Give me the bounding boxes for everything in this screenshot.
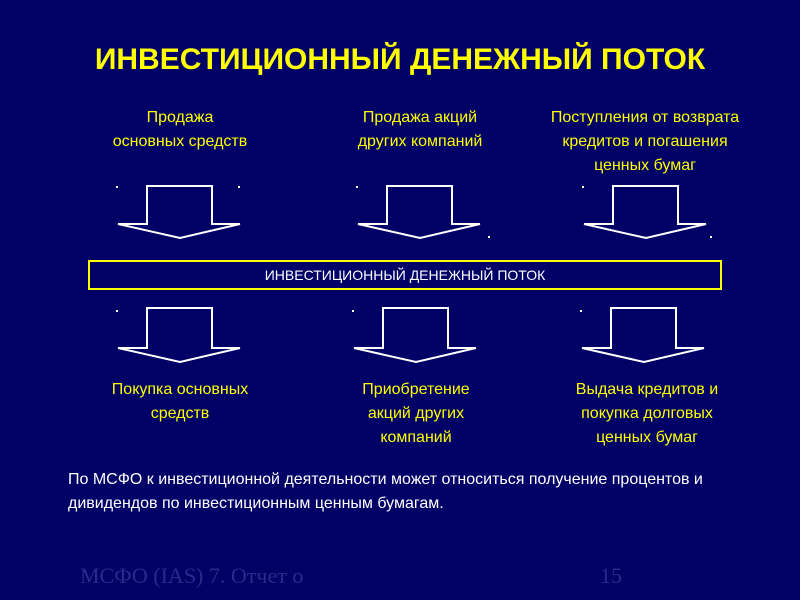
slide-title: ИНВЕСТИЦИОННЫЙ ДЕНЕЖНЫЙ ПОТОК [94, 43, 706, 76]
footer-text: МСФО (IAS) 7. Отчет о [80, 563, 304, 588]
decorative-dot [580, 310, 582, 312]
page-number: 15 [600, 563, 622, 588]
inflow-label-loan-repayments: Поступления от возврата кредитов и погаш… [550, 109, 740, 174]
investment-cash-flow-box: ИНВЕСТИЦИОННЫЙ ДЕНЕЖНЫЙ ПОТОК [88, 260, 722, 290]
decorative-dot [488, 236, 490, 238]
decorative-dot [238, 186, 240, 188]
decorative-dot [116, 186, 118, 188]
down-arrow-icon [342, 180, 502, 240]
down-arrow-icon [568, 180, 728, 240]
inflow-label-fixed-assets-sale: Продажа основных средств [112, 109, 248, 150]
ifrs-note: По МСФО к инвестиционной деятельности мо… [68, 471, 703, 512]
decorative-dot [116, 310, 118, 312]
decorative-dot [352, 310, 354, 312]
down-arrow-icon [102, 304, 262, 364]
decorative-dot [710, 236, 712, 238]
decorative-dot [356, 186, 358, 188]
down-arrow-icon [566, 304, 726, 364]
inflow-label-shares-sale: Продажа акций других компаний [357, 109, 483, 150]
outflow-label-loans-issued: Выдача кредитов и покупка долговых ценны… [575, 381, 719, 446]
down-arrow-icon [338, 304, 498, 364]
down-arrow-icon [102, 180, 262, 240]
decorative-dot [582, 186, 584, 188]
outflow-label-shares-acquisition: Приобретение акций других компаний [362, 381, 470, 446]
outflow-label-fixed-assets-purchase: Покупка основных средств [111, 381, 249, 422]
